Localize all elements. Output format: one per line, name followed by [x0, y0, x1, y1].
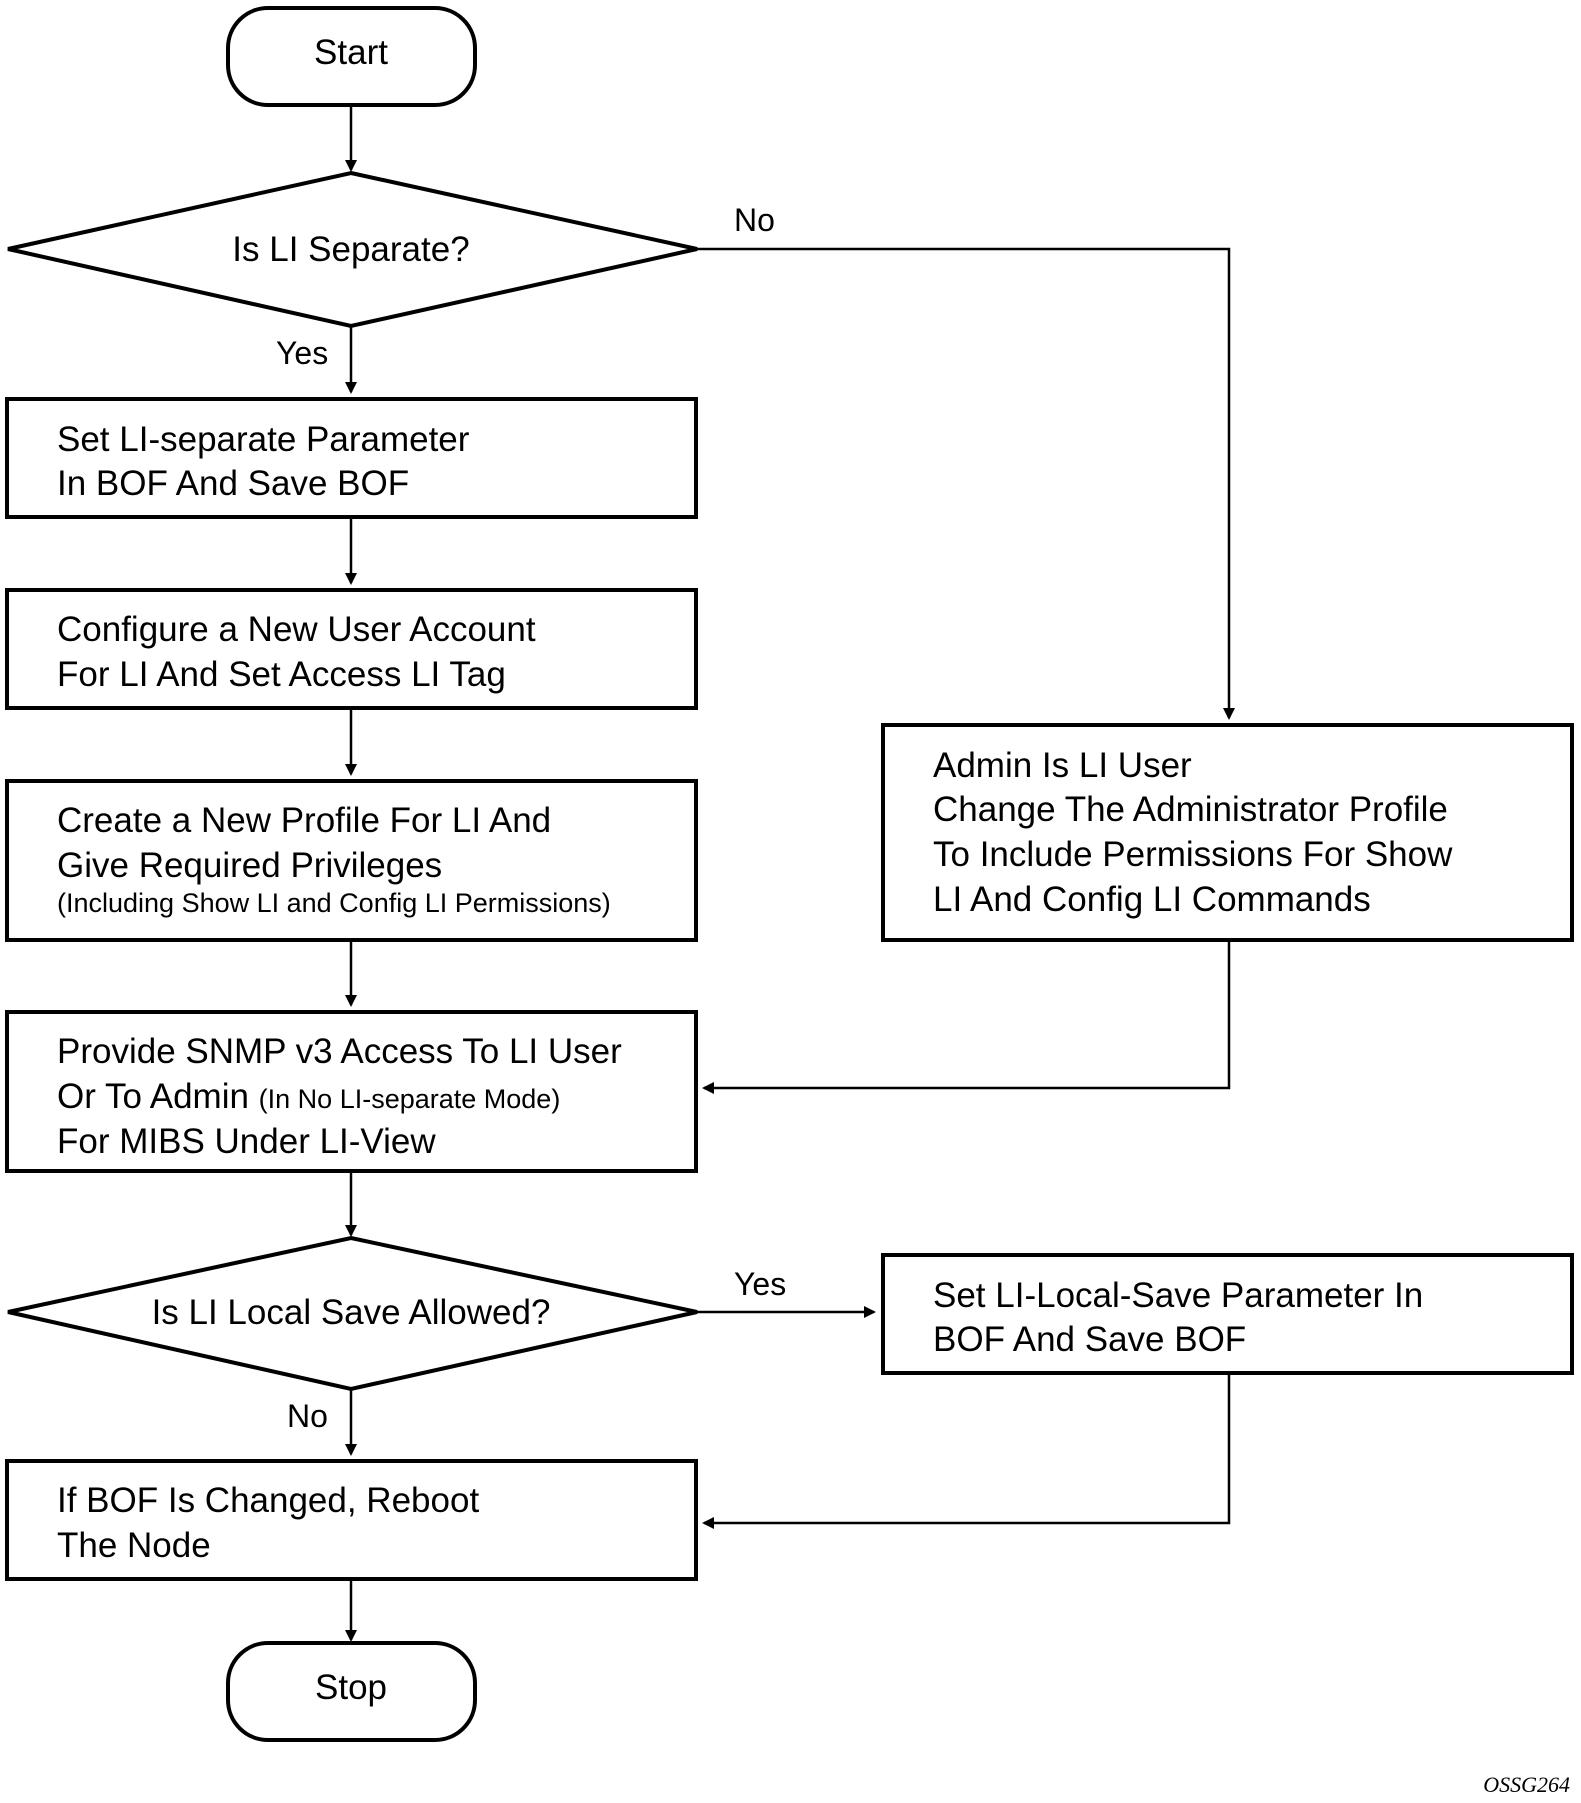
process-snmp-access-line-1: Provide SNMP v3 Access To LI User — [57, 1032, 622, 1071]
decision-li-separate-label: Is LI Separate? — [232, 230, 469, 269]
process-set-li-local-save: Set LI-Local-Save Parameter In BOF And S… — [881, 1253, 1574, 1375]
stop-label: Stop — [315, 1668, 387, 1707]
process-admin-is-li-user-line-3: To Include Permissions For Show — [933, 835, 1453, 874]
process-snmp-access-line-2-main: Or To Admin — [57, 1077, 259, 1116]
process-set-li-local-save-line-1: Set LI-Local-Save Parameter In — [933, 1276, 1423, 1315]
process-create-profile-line-1: Create a New Profile For LI And — [57, 801, 551, 840]
stop-terminal: Stop — [226, 1641, 477, 1742]
process-snmp-access: Provide SNMP v3 Access To LI User Or To … — [5, 1010, 698, 1173]
process-create-profile-note: (Including Show LI and Config LI Permiss… — [57, 888, 611, 918]
process-admin-is-li-user: Admin Is LI User Change The Administrato… — [881, 723, 1574, 942]
edge-separate-no — [697, 247, 1235, 720]
process-admin-is-li-user-line-1: Admin Is LI User — [933, 746, 1192, 785]
process-reboot-node-line-1: If BOF Is Changed, Reboot — [57, 1481, 479, 1520]
decision-li-local-save: Is LI Local Save Allowed? — [7, 1235, 698, 1392]
start-label: Start — [314, 33, 388, 72]
edge-label-separate-yes: Yes — [276, 335, 328, 371]
process-set-li-separate-line-1: Set LI-separate Parameter — [57, 420, 470, 459]
process-set-li-separate-line-2: In BOF And Save BOF — [57, 464, 409, 503]
process-reboot-node-line-2: The Node — [57, 1526, 211, 1565]
edge-label-local-save-yes: Yes — [734, 1266, 786, 1302]
process-create-profile: Create a New Profile For LI And Give Req… — [5, 779, 698, 942]
edge-label-separate-no: No — [734, 202, 775, 238]
figure-id: OSSG264 — [1483, 1772, 1570, 1797]
edge-admin-user-to-snmp — [702, 941, 1231, 1094]
process-set-li-separate: Set LI-separate Parameter In BOF And Sav… — [5, 397, 698, 519]
process-create-profile-line-2: Give Required Privileges — [57, 846, 442, 885]
process-configure-user-line-2: For LI And Set Access LI Tag — [57, 655, 506, 694]
process-admin-is-li-user-line-2: Change The Administrator Profile — [933, 790, 1448, 829]
start-terminal: Start — [226, 6, 477, 107]
process-admin-is-li-user-line-4: LI And Config LI Commands — [933, 880, 1371, 919]
process-snmp-access-line-3: For MIBS Under LI-View — [57, 1122, 436, 1161]
process-snmp-access-line-2-note: (In No LI-separate Mode) — [259, 1084, 561, 1114]
edge-label-local-save-no: No — [287, 1398, 328, 1434]
decision-li-separate: Is LI Separate? — [7, 170, 698, 329]
edge-set-local-save-to-reboot — [702, 1374, 1231, 1529]
process-configure-user: Configure a New User Account For LI And … — [5, 588, 698, 710]
process-reboot-node: If BOF Is Changed, Reboot The Node — [5, 1459, 698, 1581]
process-configure-user-line-1: Configure a New User Account — [57, 610, 536, 649]
decision-li-local-save-label: Is LI Local Save Allowed? — [152, 1293, 551, 1332]
process-set-li-local-save-line-2: BOF And Save BOF — [933, 1320, 1246, 1359]
process-snmp-access-line-2: Or To Admin (In No LI-separate Mode) — [57, 1077, 560, 1116]
connectors — [345, 106, 1235, 1642]
